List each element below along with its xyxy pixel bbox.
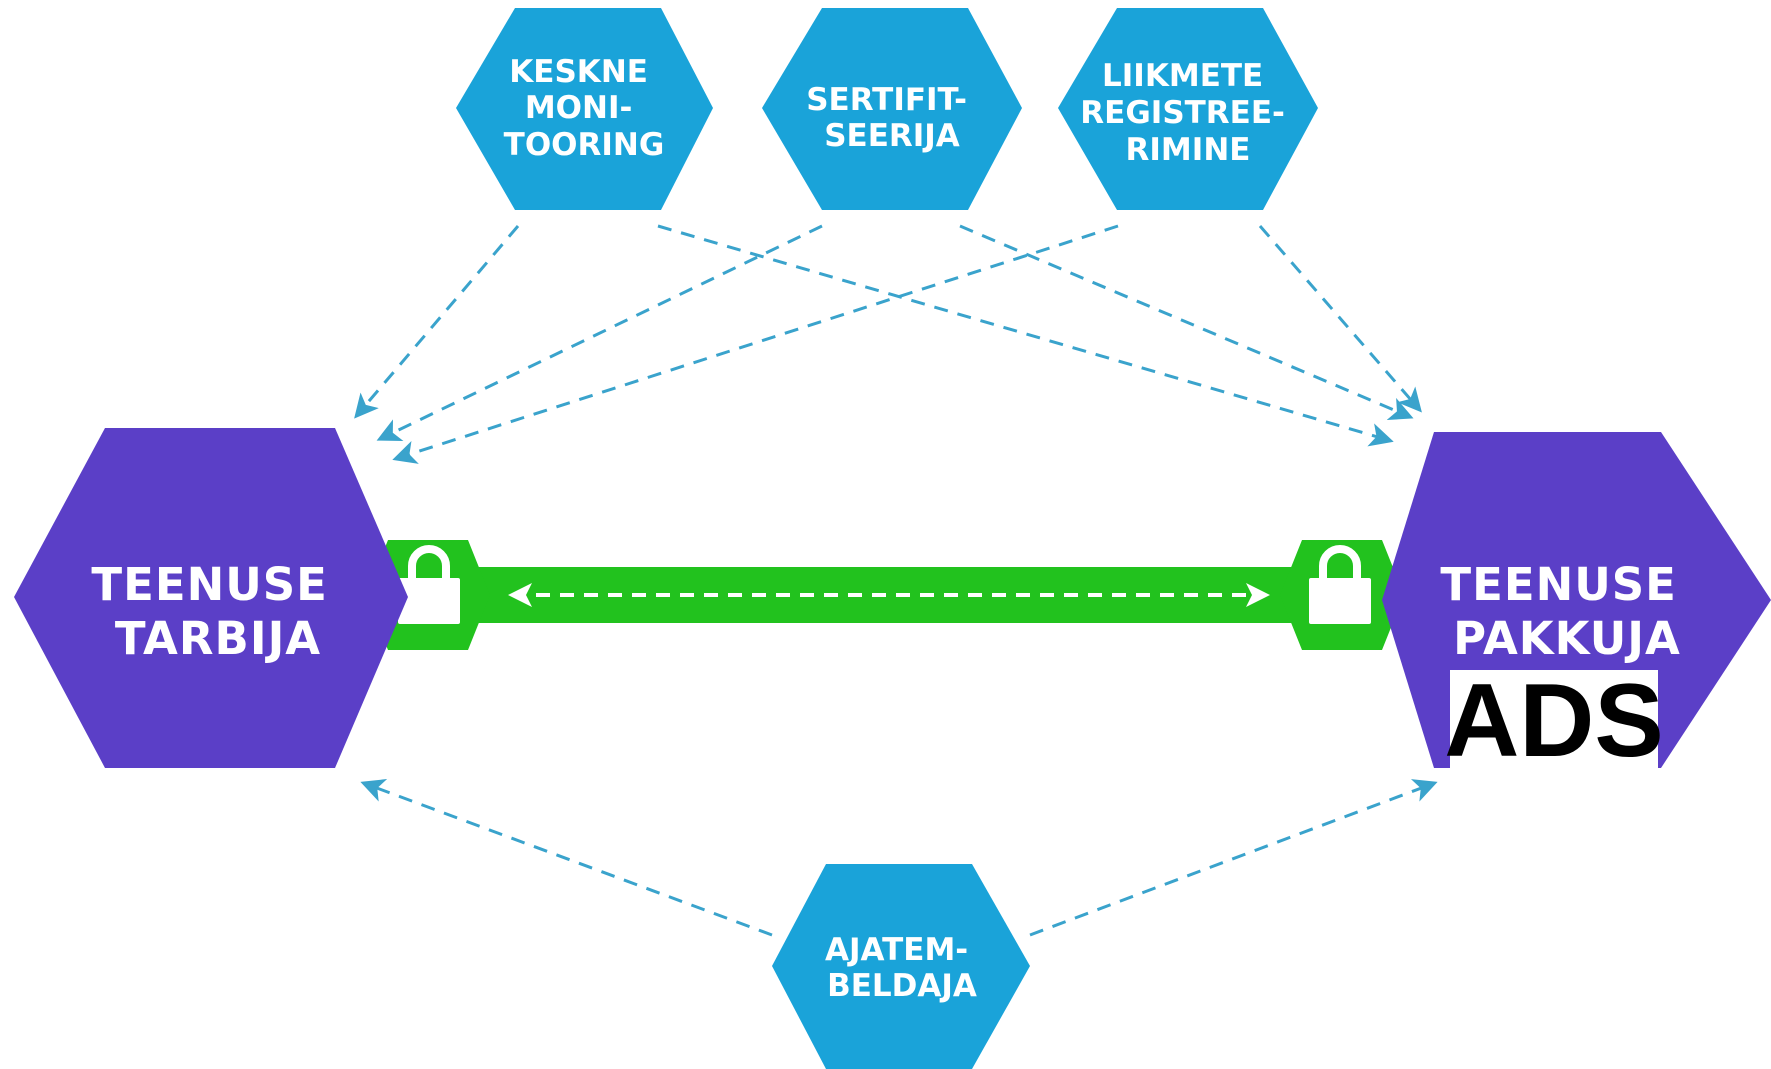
hexagon xyxy=(456,8,713,210)
hexagon xyxy=(1058,8,1318,210)
node-label-line: LIIKMETE xyxy=(1102,58,1263,94)
node-keskne-monitooring: KESKNE MONI- TOORING xyxy=(456,8,713,210)
node-label-line: BELDAJA xyxy=(827,968,977,1004)
svg-text:KESKNE MONI- TOORI: KESKNE MONI- TOORING xyxy=(504,54,665,163)
node-label-line: REGISTREE- xyxy=(1080,95,1285,131)
node-label-line: PAKKUJA xyxy=(1453,612,1681,665)
svg-text:LIIKMETE REGISTREE-: LIIKMETE REGISTREE- RIMINE xyxy=(1080,58,1295,168)
arrow-liikmete-to-pakkuja xyxy=(1258,225,1422,413)
arrow-sertifitseerija-to-tarbija xyxy=(376,224,823,441)
node-label-line: MONI- xyxy=(525,90,633,126)
arrow-ajatembeldaja-to-tarbija xyxy=(360,779,773,937)
arrow-sertifitseerija-to-pakkuja xyxy=(959,224,1414,421)
hexagon xyxy=(762,8,1022,210)
node-label-line: RIMINE xyxy=(1126,132,1251,168)
hexagon xyxy=(772,864,1030,1069)
arrow-monitooring-to-pakkuja xyxy=(657,224,1394,447)
ads-tag: ADS xyxy=(1444,663,1664,779)
node-label-line: TARBIJA xyxy=(115,612,321,665)
node-sertifitseerija: SERTIFIT- SEERIJA xyxy=(762,8,1022,210)
svg-text:TEENUSE TARBIJA: TEENUSE TARBIJA xyxy=(91,558,344,665)
node-label-line: AJATEM- xyxy=(825,932,968,968)
secure-channel xyxy=(366,540,1404,650)
svg-text:AJATEM- BELDAJA: AJATEM- BELDAJA xyxy=(825,932,979,1004)
node-teenuse-tarbija: TEENUSE TARBIJA xyxy=(14,428,408,768)
arrow-ajatembeldaja-to-pakkuja xyxy=(1029,779,1438,937)
arrow-liikmete-to-tarbija xyxy=(392,224,1119,464)
lock-icon xyxy=(398,545,460,624)
svg-text:TEENUSE PAKKUJA: TEENUSE PAKKUJA xyxy=(1440,558,1693,665)
svg-text:SERTIFIT- SEERIJA: SERTIFIT- SEERIJA xyxy=(806,82,978,154)
ads-tag-background xyxy=(1450,670,1658,770)
dashed-connectors xyxy=(354,224,1438,937)
node-ajatembeldaja: AJATEM- BELDAJA xyxy=(772,864,1030,1069)
arrow-monitooring-to-tarbija xyxy=(354,225,520,419)
node-label-line: SEERIJA xyxy=(824,118,960,154)
node-label-line: KESKNE xyxy=(509,54,648,90)
node-label-line: TOORING xyxy=(504,127,665,163)
node-label-line: TEENUSE xyxy=(91,558,328,611)
node-teenuse-pakkuja: TEENUSE PAKKUJA ADS xyxy=(1382,432,1771,779)
hexagon xyxy=(14,428,408,768)
node-label-line: SERTIFIT- xyxy=(806,82,967,118)
lock-icon xyxy=(1309,545,1371,624)
node-label-line: TEENUSE xyxy=(1440,558,1677,611)
node-liikmete-registreerimine: LIIKMETE REGISTREE- RIMINE xyxy=(1058,8,1318,210)
